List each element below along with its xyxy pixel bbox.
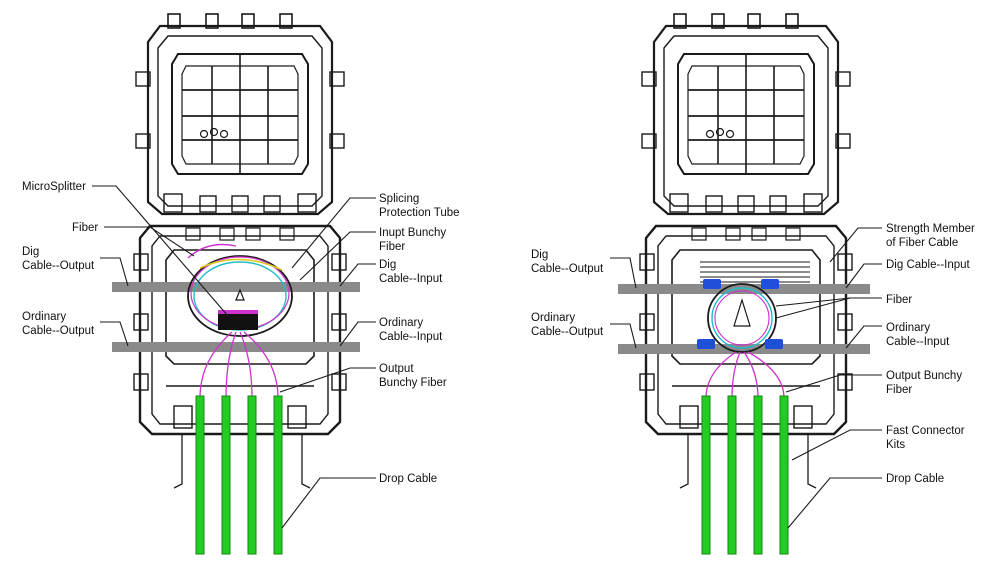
blue-connector bbox=[697, 339, 715, 349]
leader-dig-input-left bbox=[339, 263, 376, 287]
leader-strength-member bbox=[829, 227, 882, 263]
leader-fiber-left bbox=[104, 226, 195, 257]
ordinary-cable-right bbox=[618, 344, 870, 354]
leader-dig-output-left bbox=[100, 257, 129, 287]
label-ordinary-output-left: Ordinary Cable--Output bbox=[22, 311, 95, 337]
fiber-yellow-left bbox=[199, 258, 283, 271]
leader-ordinary-output-left bbox=[100, 321, 129, 347]
tray-clip-left bbox=[235, 288, 245, 301]
fiber-top-left bbox=[187, 243, 237, 259]
label-drop-cable-right: Drop Cable bbox=[886, 473, 945, 485]
output-fiber-right bbox=[705, 351, 737, 399]
output-fiber-left bbox=[243, 331, 279, 399]
label-ordinary-input-left: Ordinary Cable--Input bbox=[379, 317, 443, 343]
label-ordinary-input-right: Ordinary Cable--Input bbox=[886, 322, 950, 348]
leader-dig-output-right bbox=[610, 257, 637, 289]
drop-cable-left bbox=[195, 395, 205, 555]
label-drop-cable-left: Drop Cable bbox=[379, 473, 438, 485]
leader-drop-cable-left bbox=[281, 477, 376, 529]
leader-fiber-right-1 bbox=[775, 297, 882, 319]
microsplitter-fibers bbox=[218, 310, 258, 314]
leader-drop-cable-right bbox=[787, 477, 882, 529]
label-fast-connector: Fast Connector Kits bbox=[886, 425, 965, 451]
ordinary-cable-left bbox=[112, 342, 360, 352]
output-fiber-right bbox=[743, 351, 759, 399]
leader-fiber-right-2 bbox=[775, 297, 882, 307]
label-dig-output-right: Dig Cable--Output bbox=[531, 249, 604, 275]
drop-cable-left bbox=[247, 395, 257, 555]
drop-cable-right bbox=[727, 395, 737, 555]
leader-ordinary-input-right bbox=[845, 325, 882, 349]
label-dig-output-left: Dig Cable--Output bbox=[22, 246, 95, 272]
label-dig-input-left: Dig Cable--Input bbox=[379, 259, 443, 285]
output-fiber-left bbox=[199, 331, 233, 399]
leader-ordinary-input-left bbox=[339, 321, 376, 347]
label-ordinary-output-right: Ordinary Cable--Output bbox=[531, 312, 604, 338]
drop-cable-right bbox=[701, 395, 711, 555]
output-fiber-left bbox=[225, 331, 237, 399]
leader-input-bunchy bbox=[299, 231, 376, 281]
leader-ordinary-output-right bbox=[610, 323, 637, 349]
leader-output-bunchy-right bbox=[785, 374, 882, 393]
drop-cable-right bbox=[779, 395, 789, 555]
output-fiber-left bbox=[239, 331, 253, 399]
blue-connector bbox=[703, 279, 721, 289]
dig-cable-right bbox=[618, 284, 870, 294]
dig-cable-left bbox=[112, 282, 360, 292]
label-input-bunchy: Inupt Bunchy Fiber bbox=[379, 227, 447, 253]
fiber-loop-magenta-right bbox=[714, 290, 770, 346]
drop-cable-left bbox=[221, 395, 231, 555]
label-fiber-right: Fiber bbox=[886, 294, 913, 306]
output-fiber-right bbox=[731, 351, 741, 399]
splice-tray-left bbox=[187, 255, 293, 337]
label-strength-member: Strength Member of Fiber Cable bbox=[886, 223, 975, 249]
blue-connector bbox=[761, 279, 779, 289]
leader-splicing-tube bbox=[291, 197, 376, 269]
fiber-loop-cyan-right bbox=[711, 287, 773, 349]
drop-cable-right bbox=[753, 395, 763, 555]
leader-microsplitter bbox=[92, 185, 229, 317]
tray-clip-right bbox=[733, 297, 751, 327]
drop-cable-left bbox=[273, 395, 283, 555]
label-fiber-left: Fiber bbox=[72, 222, 99, 234]
label-output-bunchy-right: Output Bunchy Fiber bbox=[886, 370, 963, 396]
leader-fast-connector bbox=[791, 429, 882, 461]
leader-dig-input-right bbox=[845, 263, 882, 289]
label-dig-input-right: Dig Cable--Input bbox=[886, 259, 970, 271]
output-fiber-right bbox=[747, 351, 785, 399]
label-output-bunchy-left: Output Bunchy Fiber bbox=[379, 363, 447, 389]
label-microsplitter: MicroSplitter bbox=[22, 181, 86, 193]
blue-connector bbox=[765, 339, 783, 349]
label-splicing-tube: Splicing Protection Tube bbox=[379, 193, 460, 219]
microsplitter-block bbox=[218, 314, 258, 330]
leader-output-bunchy-left bbox=[279, 367, 376, 393]
